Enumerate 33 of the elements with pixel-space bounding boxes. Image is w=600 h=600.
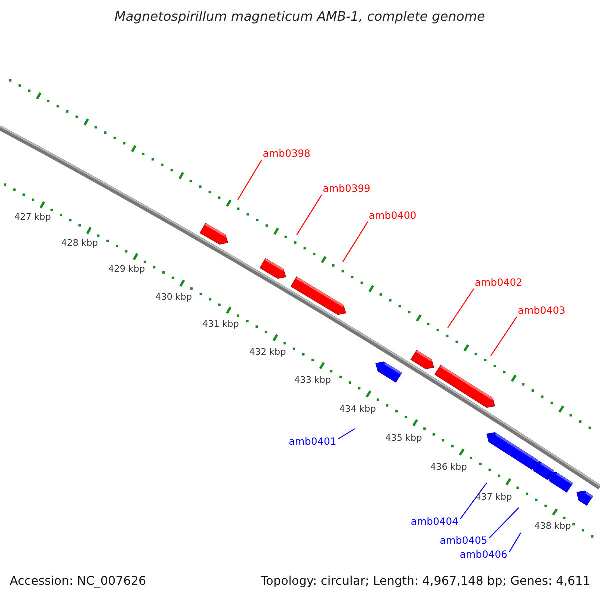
scale-label: 433 kbp	[294, 377, 332, 386]
diagram-title: Magnetospirillum magneticum AMB-1, complete genome	[114, 11, 486, 24]
scale-label: 435 kbp	[386, 435, 422, 444]
leader-line	[338, 428, 356, 440]
scale-label: 429 kbp	[108, 266, 146, 275]
accession-text: Accession: NC_007626	[10, 575, 146, 587]
leader-line	[342, 222, 368, 262]
scale-label: 437 kbp	[476, 494, 512, 503]
genome-info-text: Topology: circular; Length: 4,967,148 bp; Genes: 4,611	[261, 575, 591, 587]
gene-label: amb0403	[518, 307, 566, 317]
leader-line	[490, 316, 518, 356]
leader-line	[296, 194, 322, 236]
gene-label: amb0406	[460, 551, 508, 561]
leader-line	[238, 160, 262, 200]
gene-label: amb0404	[411, 518, 459, 528]
leader-line	[489, 508, 520, 538]
scale-label: 427 kbp	[14, 214, 52, 223]
gene-label: amb0398	[263, 150, 311, 160]
scale-label: 434 kbp	[340, 406, 376, 415]
gene-label: amb0405	[440, 537, 488, 547]
leader-line	[460, 482, 488, 520]
scale-label: 428 kbp	[62, 240, 98, 249]
gene-label: amb0402	[475, 279, 523, 289]
gene-label: amb0401	[289, 438, 337, 448]
scale-label: 430 kbp	[156, 294, 192, 303]
leader-line	[509, 532, 522, 552]
scale-label: 432 kbp	[250, 349, 286, 358]
leader-line	[448, 288, 474, 328]
gene-label: amb0400	[369, 212, 417, 222]
scale-label: 431 kbp	[202, 321, 240, 330]
gene-label: amb0399	[323, 185, 371, 195]
scale-label: 436 kbp	[430, 464, 468, 473]
scale-label: 438 kbp	[534, 523, 572, 532]
